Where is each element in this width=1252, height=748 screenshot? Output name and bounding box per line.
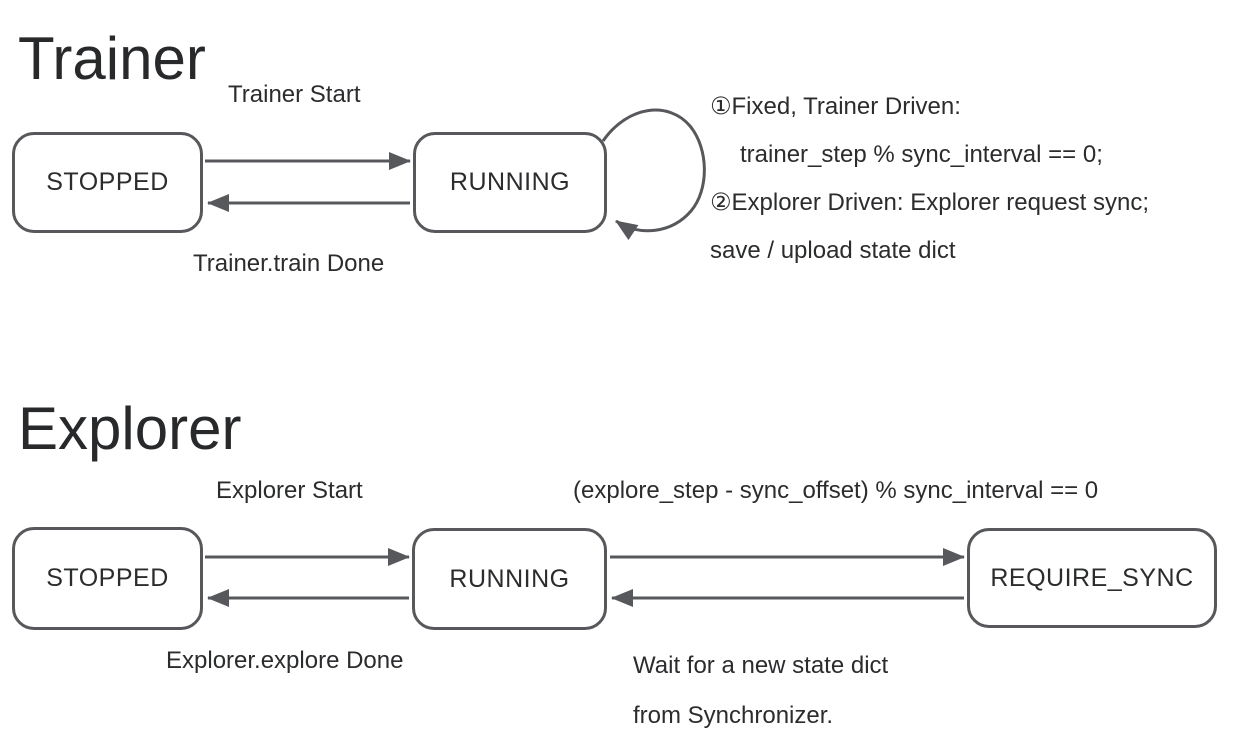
trainer-sync-note-line2: trainer_step % sync_interval == 0; [740, 141, 1103, 168]
explorer-wait-label-line2: from Synchronizer. [633, 702, 834, 729]
trainer-section-title: Trainer [18, 25, 206, 92]
explorer-state-running-label: RUNNING [449, 564, 570, 593]
trainer-done-label: Trainer.train Done [193, 250, 385, 277]
trainer-sync-note-line1: ①Fixed, Trainer Driven: [710, 93, 961, 120]
trainer-sync-note-line3: ②Explorer Driven: Explorer request sync; [710, 189, 1150, 216]
explorer-done-label: Explorer.explore Done [166, 647, 404, 674]
trainer-sync-note-line4: save / upload state dict [710, 237, 956, 264]
trainer-state-running: RUNNING [413, 132, 607, 233]
explorer-start-label: Explorer Start [216, 477, 363, 504]
trainer-sync-self-loop-arrow [601, 108, 706, 241]
explorer-state-require-sync: REQUIRE_SYNC [967, 528, 1217, 628]
explorer-state-stopped: STOPPED [12, 527, 203, 630]
explorer-wait-label: Wait for a new state dict from Synchroni… [633, 641, 888, 741]
trainer-state-stopped-label: STOPPED [46, 168, 169, 196]
explorer-sync-condition-label: (explore_step - sync_offset) % sync_inte… [573, 477, 1099, 504]
explorer-section-title: Explorer [18, 395, 242, 462]
trainer-state-stopped: STOPPED [12, 132, 203, 233]
trainer-start-label: Trainer Start [228, 81, 361, 108]
explorer-state-stopped-label: STOPPED [46, 564, 169, 592]
explorer-wait-label-line1: Wait for a new state dict [633, 652, 889, 679]
explorer-state-running: RUNNING [412, 528, 607, 630]
trainer-sync-note: ①Fixed, Trainer Driven: trainer_step % s… [710, 83, 1149, 275]
explorer-state-require-sync-label: REQUIRE_SYNC [990, 563, 1194, 592]
trainer-state-running-label: RUNNING [449, 168, 571, 196]
